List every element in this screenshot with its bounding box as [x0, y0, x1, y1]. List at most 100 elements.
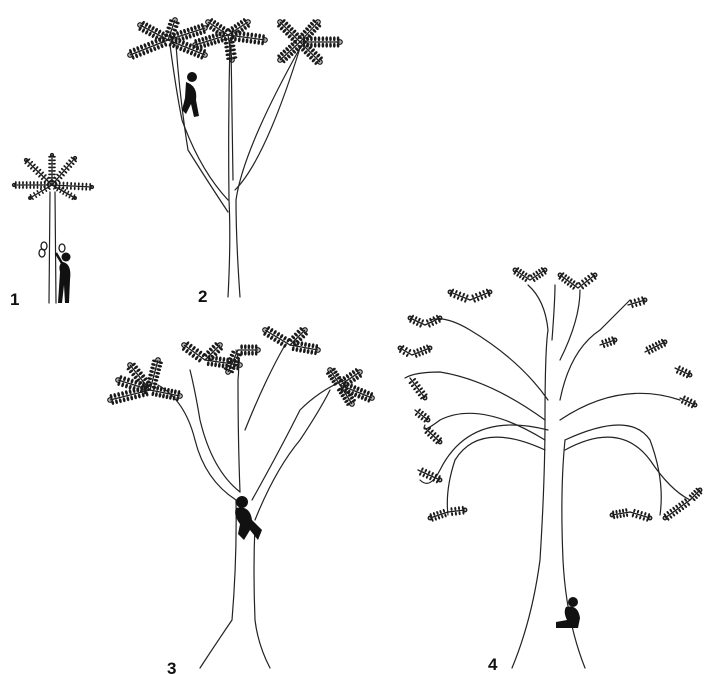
leaflet [53, 167, 56, 169]
leaflet [225, 49, 230, 52]
leaflet [66, 182, 68, 185]
leaflet [48, 170, 51, 172]
leaflet [647, 351, 650, 355]
leaflet [156, 45, 160, 50]
leaflet [441, 514, 444, 518]
leaflet [681, 367, 684, 371]
leaflet [118, 398, 122, 403]
leaflet [126, 377, 130, 382]
leaflet [357, 393, 361, 398]
leaflet [182, 47, 186, 52]
leaflet [229, 353, 234, 357]
leaflet [681, 400, 684, 404]
leaflet [128, 385, 132, 390]
leaflet [418, 353, 421, 357]
leaflet [48, 173, 51, 175]
leaflet [458, 511, 460, 515]
leaflet [196, 53, 200, 58]
leaflet [190, 26, 194, 31]
leaflet [211, 33, 215, 38]
leaflet [215, 32, 219, 37]
leaflet [199, 30, 203, 35]
leaflet [208, 35, 212, 40]
leaflet [179, 46, 183, 51]
leaflet [366, 390, 370, 395]
leaflet [78, 182, 80, 185]
leaflet [601, 339, 604, 343]
tree-1-crown [13, 154, 94, 201]
leaflet [48, 166, 51, 168]
leaflet [207, 361, 210, 366]
leaflet [154, 375, 159, 379]
leaflet [423, 345, 426, 349]
leaflet [206, 42, 210, 47]
leaflet [295, 347, 298, 352]
leaflet [318, 43, 321, 48]
climber-seated-base-icon [556, 597, 580, 628]
leaflet [48, 163, 51, 165]
leaflet [325, 36, 328, 41]
leaflet [660, 344, 663, 348]
tree-1-trunk [49, 192, 56, 303]
leaflet [26, 186, 28, 189]
leaflet [648, 344, 651, 348]
leaflet [48, 181, 50, 184]
leaflet [29, 181, 31, 184]
leaflet [231, 48, 236, 51]
leaflet [170, 388, 173, 393]
leaflet [245, 38, 248, 43]
leaflet [480, 296, 483, 300]
leaflet [201, 37, 205, 42]
leaflet [199, 44, 203, 49]
leaflet [128, 389, 132, 394]
leaflet [356, 386, 360, 391]
leaflet [608, 337, 611, 341]
leaflet [333, 43, 336, 48]
leaflet [126, 396, 130, 401]
leaflet [165, 30, 170, 34]
leaflet [214, 362, 217, 367]
tree-stage-1 [13, 154, 94, 304]
leaflet [244, 351, 247, 356]
leaflet [132, 47, 136, 52]
leaflet [176, 31, 180, 36]
leaflet [53, 163, 56, 165]
leaflet [81, 187, 83, 190]
leaflet [686, 397, 689, 401]
leaflet [181, 36, 185, 41]
leaflet [136, 46, 140, 51]
tree-stage-3 [108, 326, 374, 668]
leaflet [306, 349, 309, 354]
leaflet [137, 393, 141, 398]
leaflet [606, 343, 609, 347]
leaflet [300, 341, 303, 346]
leaflet [364, 396, 368, 401]
leaflet [637, 297, 640, 301]
leaflet [222, 357, 225, 362]
leaflet [464, 299, 467, 303]
leaflet [185, 41, 189, 46]
leaflet [183, 29, 187, 34]
leaflet [276, 332, 281, 337]
leaflet [219, 356, 222, 361]
leaflet [115, 399, 119, 404]
leaflet [619, 509, 622, 513]
leaflet [181, 40, 185, 45]
leaflet [437, 516, 440, 520]
leaflet [306, 36, 309, 41]
leaflet [414, 316, 417, 320]
leaflet [195, 31, 199, 36]
tree-stage-4 [398, 267, 703, 668]
leaflet [442, 509, 445, 513]
leaflet [125, 383, 129, 388]
leaflet [246, 32, 249, 37]
leaflet [416, 322, 419, 326]
leaflet [151, 391, 154, 396]
leaflet [642, 517, 645, 521]
stage-label-2: 2 [198, 287, 207, 306]
leaflet [134, 394, 138, 399]
leaflet [458, 506, 460, 510]
leaflet [238, 37, 241, 42]
leaflet [197, 358, 202, 363]
leaflet [160, 43, 164, 48]
